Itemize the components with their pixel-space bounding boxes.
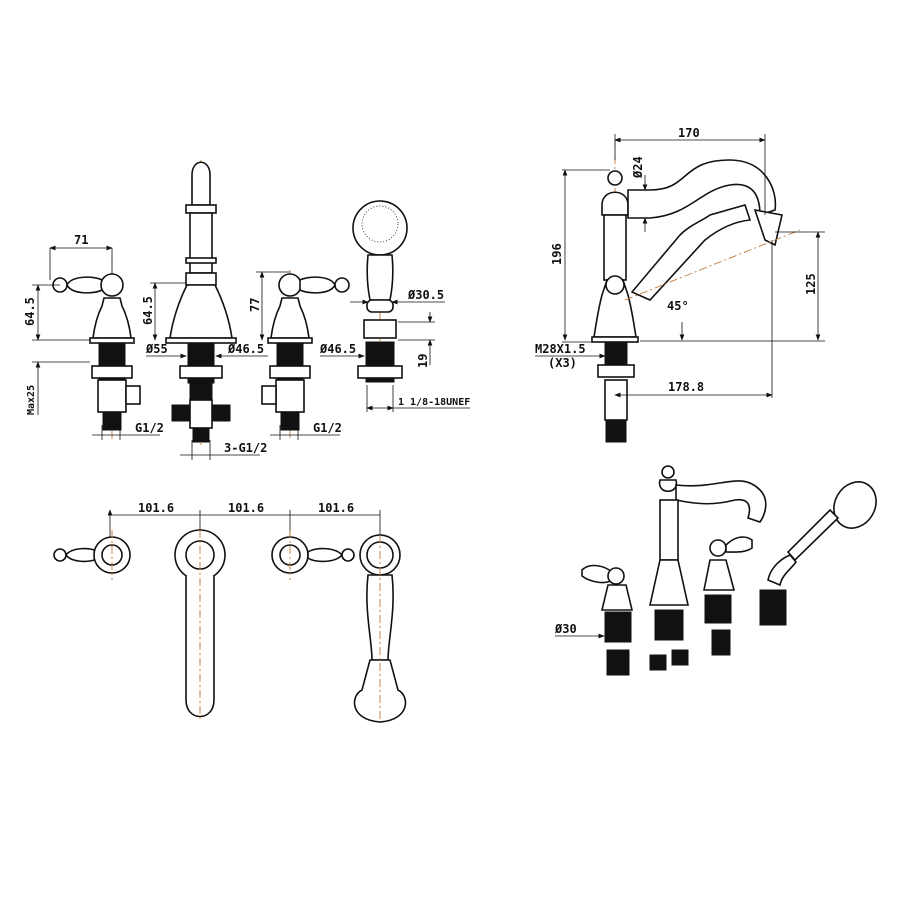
dim-spout-dia: Ø24 xyxy=(631,156,645,179)
dim-spacing-2: 101.6 xyxy=(228,501,264,515)
dim-handle-height: 64.5 xyxy=(23,297,37,326)
iso-hand-shower xyxy=(759,481,877,626)
dim-shower-reach: 178.8 xyxy=(668,380,704,394)
hand-shower xyxy=(352,200,408,383)
dim-valve-dia-2: Ø46.5 xyxy=(319,342,356,356)
dim-shower-gap: 19 xyxy=(416,354,430,368)
iso-left-valve xyxy=(581,564,634,676)
dim-angle: 45° xyxy=(667,299,689,313)
dim-spout-inlets: 3-G1/2 xyxy=(224,441,267,455)
top-view: 101.6 101.6 101.6 xyxy=(53,501,407,723)
dim-valve-dia-1: Ø46.5 xyxy=(227,342,264,356)
top-right-valve xyxy=(271,530,355,580)
valve-bell xyxy=(92,297,132,339)
right-valve xyxy=(261,270,350,440)
spout-arm xyxy=(627,159,777,219)
iso-spout xyxy=(649,465,767,671)
dim-thread-qty: (X3) xyxy=(548,356,577,370)
dim-shower-dia: Ø30.5 xyxy=(407,288,444,302)
side-view: 170 Ø24 196 125 45° M28X1.5 (X3) 178.8 xyxy=(535,126,825,443)
spout-column xyxy=(165,160,237,445)
dim-spacing-1: 101.6 xyxy=(138,501,174,515)
front-view: 71 64.5 Max25 64.5 Ø55 Ø46.5 77 Ø46.5 Ø3… xyxy=(23,160,470,460)
dim-valve-height: 77 xyxy=(248,298,262,312)
ceramic-lever xyxy=(66,276,103,294)
left-valve xyxy=(52,255,141,440)
dim-inlet-right: G1/2 xyxy=(313,421,342,435)
iso-view: Ø30 xyxy=(554,465,877,676)
side-hand-shower xyxy=(630,204,752,301)
iso-right-valve xyxy=(703,536,753,656)
dim-handle-reach: 71 xyxy=(74,233,88,247)
top-spout xyxy=(174,529,226,720)
dim-spacing-3: 101.6 xyxy=(318,501,354,515)
dim-total-height: 196 xyxy=(550,243,564,265)
dim-shower-height: 125 xyxy=(804,273,818,295)
dim-hole-dia: Ø30 xyxy=(554,622,577,636)
dim-thread: M28X1.5 xyxy=(535,342,586,356)
dim-spout-base-dia: Ø55 xyxy=(145,342,168,356)
dim-inlet-left: G1/2 xyxy=(135,421,164,435)
dim-max-deck: Max25 xyxy=(26,385,37,415)
dim-spout-height: 64.5 xyxy=(141,296,155,325)
top-hand-shower xyxy=(353,534,407,723)
top-left-valve xyxy=(53,530,131,580)
dim-spout-reach: 170 xyxy=(678,126,700,140)
dim-shower-thread: 1 1/8-18UNEF xyxy=(398,397,470,408)
